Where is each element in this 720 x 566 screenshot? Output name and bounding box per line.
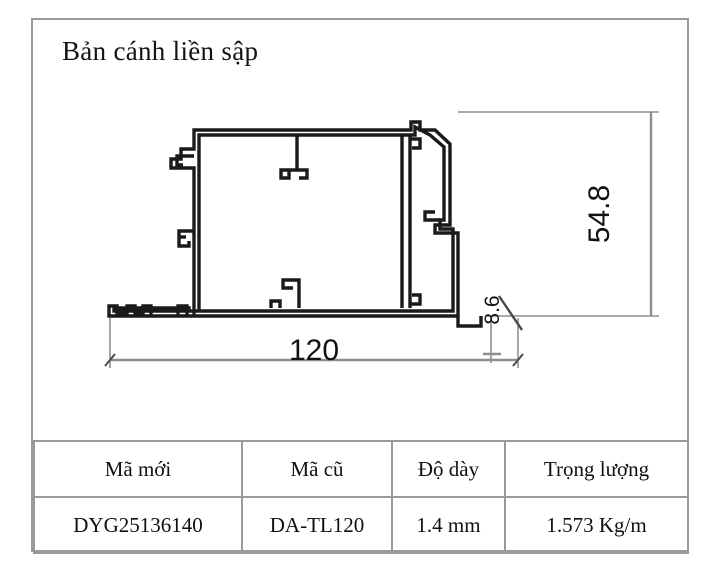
specification-table: Mã mới Mã cũ Độ dày Trọng lượng DYG25136… xyxy=(33,440,689,554)
left-side-hooks xyxy=(175,154,194,248)
cell-trong-luong: 1.573 Kg/m xyxy=(504,496,689,554)
table-header-row: Mã mới Mã cũ Độ dày Trọng lượng xyxy=(33,440,689,498)
header-do-day: Độ dày xyxy=(391,440,506,498)
cell-do-day: 1.4 mm xyxy=(391,496,506,554)
dimension-subheight-label: 8.6 xyxy=(481,295,504,324)
technical-drawing: 120 54.8 8.6 xyxy=(31,18,689,438)
right-inner-hooks xyxy=(423,210,440,222)
web-corner-tabs xyxy=(410,137,422,306)
dimension-height-label: 54.8 xyxy=(583,185,616,243)
dimension-width-label: 120 xyxy=(289,334,339,367)
top-center-hook xyxy=(279,135,309,180)
bottom-right-loop xyxy=(456,316,483,328)
central-web xyxy=(400,135,412,308)
table-row: DYG25136140 DA-TL120 1.4 mm 1.573 Kg/m xyxy=(33,496,689,554)
profile-outline xyxy=(107,120,460,318)
header-ma-cu: Mã cũ xyxy=(241,440,393,498)
bottom-center-hook xyxy=(281,278,301,308)
cell-ma-moi: DYG25136140 xyxy=(33,496,243,554)
cell-ma-cu: DA-TL120 xyxy=(241,496,393,554)
bottom-nub xyxy=(269,299,282,308)
header-trong-luong: Trọng lượng xyxy=(504,440,689,498)
header-ma-moi: Mã mới xyxy=(33,440,243,498)
page-title: Bản cánh liền sập xyxy=(62,36,259,66)
dimension-lines xyxy=(104,111,659,368)
